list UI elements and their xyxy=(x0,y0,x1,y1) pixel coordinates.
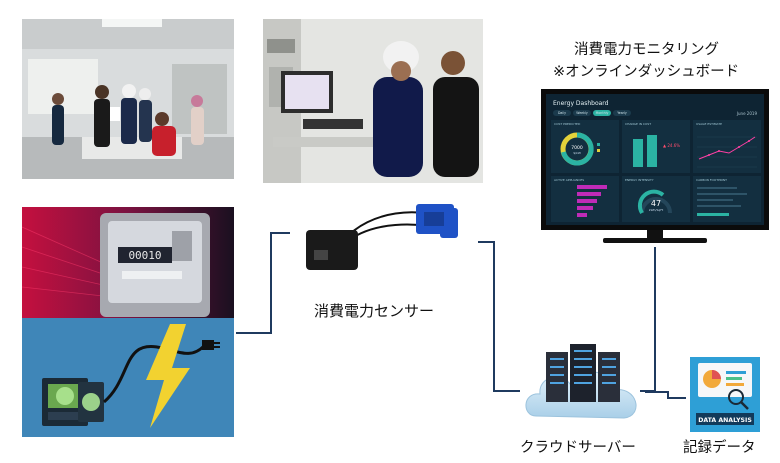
panel-cost-predicted: COST PREDICTED xyxy=(554,122,581,126)
cost-value: 7000 xyxy=(571,145,583,151)
data-analysis-icon: DATA ANALYSIS xyxy=(690,357,760,432)
data-analysis-badge: DATA ANALYSIS xyxy=(698,417,752,424)
tab-daily[interactable]: Daily xyxy=(558,111,566,115)
panel-energy-intensity: ENERGY INTENSITY xyxy=(625,178,654,182)
panel-active-appliances: ACTIVE APPLIANCES xyxy=(554,178,584,182)
cloud-server-icon xyxy=(522,338,646,428)
panel-carbon-footprint: CARBON FOOTPRINT xyxy=(696,178,727,182)
power-sensor-device xyxy=(300,200,480,288)
panel-usage-estimate: USAGE ESTIMATE xyxy=(696,122,722,126)
dashboard-title: Energy Dashboard xyxy=(553,100,609,107)
dashboard-date: June 2019 xyxy=(736,111,758,116)
records-label: 記録データ xyxy=(683,440,756,456)
cloud-to-records-line xyxy=(645,391,686,399)
electricity-meter-photo: 00010 xyxy=(22,207,234,319)
meter-to-sensor-line xyxy=(236,232,290,334)
group-photo xyxy=(22,19,234,179)
monitor-title-line2: ※オンラインダッシュボード xyxy=(553,64,740,80)
sensor-label: 消費電力センサー xyxy=(314,302,435,320)
appliance-illustration xyxy=(22,318,234,437)
workstation-photo xyxy=(263,19,483,183)
cost-unit: $/kW xyxy=(573,151,581,155)
tab-weekly[interactable]: Weekly xyxy=(576,111,588,115)
intensity-value: 47 xyxy=(651,199,661,208)
intensity-unit: kWh/SqFt xyxy=(649,208,664,212)
monitor-title-line1: 消費電力モニタリング xyxy=(574,42,719,58)
change-value: ▲ 24.6% xyxy=(663,143,680,148)
tab-monthly[interactable]: Monthly xyxy=(596,111,609,115)
monitor: Energy Dashboard June 2019 Daily Weekly … xyxy=(541,89,769,249)
sensor-to-cloud-line xyxy=(478,241,520,392)
meter-reading: 00010 xyxy=(128,249,161,262)
tab-yearly[interactable]: Yearly xyxy=(617,111,627,115)
panel-change-in-cost: CHANGE IN COST xyxy=(625,122,651,126)
cloud-label: クラウドサーバー xyxy=(520,440,636,456)
